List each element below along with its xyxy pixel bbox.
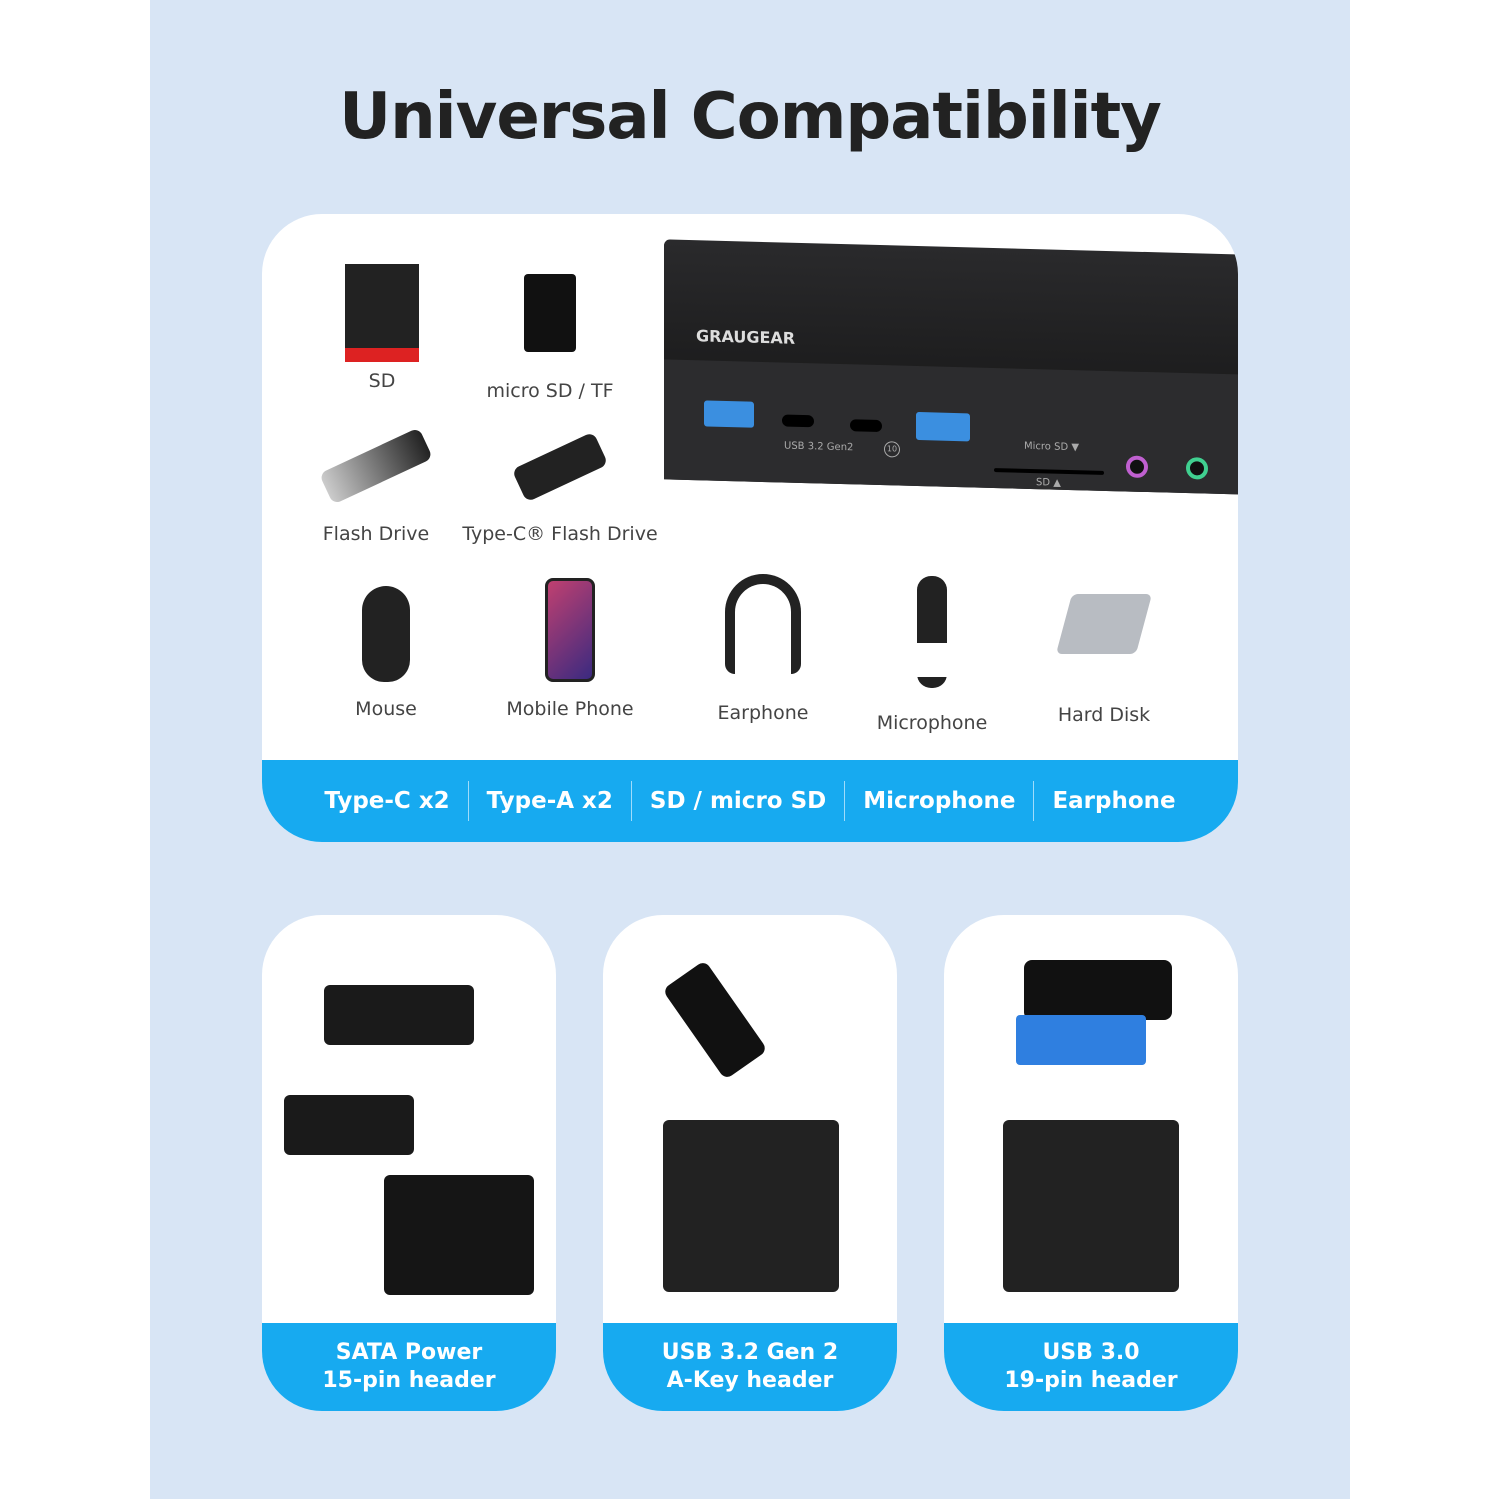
item-microsd: micro SD / TF (460, 274, 640, 402)
item-flash-drive: Flash Drive (286, 427, 466, 545)
item-microphone: Microphone (842, 576, 1022, 734)
19pin-connector-image (1024, 960, 1172, 1020)
headphone-icon (725, 574, 801, 674)
item-mouse: Mouse (296, 586, 476, 720)
microsd-label: Micro SD ▼ (1024, 440, 1080, 454)
feature-bar: Type-C x2 Type-A x2 SD / micro SD Microp… (262, 760, 1238, 842)
compatibility-card: GRAUGEAR USB 3.2 Gen2 10 Micro SD ▼ SD ▲… (262, 214, 1238, 842)
item-phone: Mobile Phone (480, 578, 660, 720)
item-sd: SD (292, 264, 472, 392)
divider (630, 781, 632, 821)
page-title: Universal Compatibility (339, 80, 1162, 154)
speed-badge: 10 (884, 441, 900, 458)
divider (844, 781, 846, 821)
motherboard-image (663, 1120, 839, 1292)
a-key-connector-image (662, 960, 768, 1080)
item-typec-flash-drive: Type-C® Flash Drive (450, 429, 670, 545)
power-supply-image (384, 1175, 534, 1295)
device-front: USB 3.2 Gen2 10 Micro SD ▼ SD ▲ (664, 359, 1238, 496)
microsd-card-icon (524, 274, 576, 352)
usb-a-port (916, 411, 970, 442)
feature-typec: Type-C x2 (324, 788, 450, 814)
feature-earphone: Earphone (1052, 788, 1176, 814)
flash-drive-icon (318, 427, 434, 505)
front-panel-device-image: GRAUGEAR USB 3.2 Gen2 10 Micro SD ▼ SD ▲ (664, 239, 1238, 497)
motherboard-image (1003, 1120, 1179, 1292)
microphone-icon (917, 576, 947, 688)
mic-jack (1126, 455, 1148, 479)
headphone-jack (1186, 457, 1208, 480)
item-hard-disk: Hard Disk (1014, 594, 1194, 726)
mouse-icon (362, 586, 410, 682)
divider (1033, 781, 1035, 821)
usb-a-port (704, 400, 754, 428)
sd-card-icon (345, 264, 419, 362)
19pin-connector-blue (1016, 1015, 1146, 1065)
usb-c-port (850, 419, 882, 433)
item-earphone: Earphone (673, 574, 853, 724)
typec-flash-drive-icon (511, 431, 609, 503)
sd-label: SD ▲ (1036, 477, 1061, 489)
brand-logo: GRAUGEAR (696, 326, 796, 348)
sd-slot (994, 468, 1104, 475)
port-label: USB 3.2 Gen2 (784, 440, 854, 454)
feature-typea: Type-A x2 (486, 788, 613, 814)
phone-icon (545, 578, 595, 682)
sata-connector-image (284, 1095, 414, 1155)
feature-sd: SD / micro SD (649, 788, 827, 814)
usb-c-port (782, 414, 814, 428)
feature-microphone: Microphone (863, 788, 1016, 814)
divider (467, 781, 469, 821)
sata-connector-image (324, 985, 474, 1045)
hard-disk-icon (1055, 594, 1153, 654)
